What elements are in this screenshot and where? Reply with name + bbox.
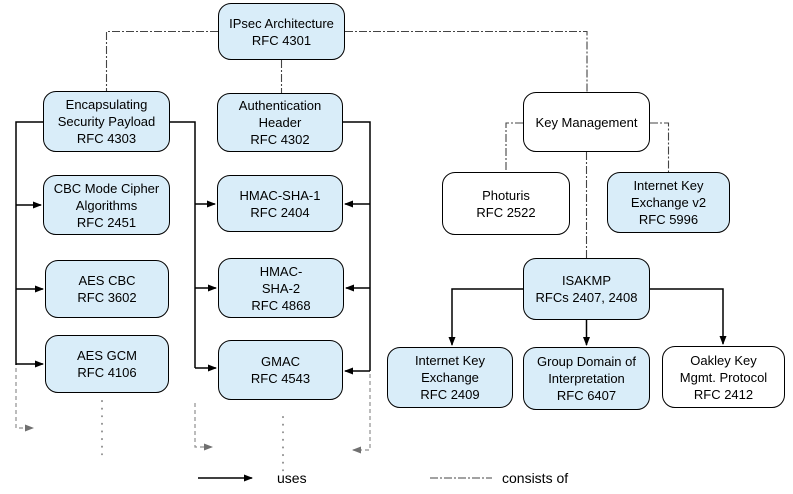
node-label: RFC 2409	[420, 387, 480, 402]
node-label: AES GCM	[77, 348, 137, 363]
continuation-esp-left	[15, 368, 34, 432]
node-aes-gcm: AES GCM RFC 4106	[45, 335, 169, 393]
node-aes-cbc: AES CBC RFC 3602	[45, 260, 169, 318]
edge-isakmp-ike	[448, 288, 523, 346]
continuation-ah-right	[352, 374, 371, 454]
node-key-management: Key Management	[523, 92, 650, 152]
node-label: CBC Mode Cipher	[53, 180, 160, 196]
node-label: ISAKMP	[561, 273, 612, 288]
node-label: RFC 4868	[251, 297, 311, 313]
edge-ipsec-esp	[105, 30, 218, 91]
node-label: RFC 4106	[77, 365, 137, 380]
node-label: RFC 2522	[476, 204, 536, 220]
node-label: Security Payload	[57, 114, 156, 129]
node-label: GMAC	[261, 354, 300, 369]
edge-isakmp-oakley	[650, 288, 727, 345]
node-label: Group Domain of	[537, 354, 636, 369]
node-label: RFC 2412	[693, 386, 754, 402]
node-label: Mgmt. Protocol	[679, 369, 768, 385]
node-isakmp: ISAKMP RFCs 2407, 2408	[523, 258, 650, 320]
node-label: Photuris	[482, 187, 530, 203]
continuation-esp-right	[194, 403, 213, 451]
node-gmac: GMAC RFC 4543	[218, 340, 343, 400]
node-label: HMAC-	[259, 263, 303, 279]
node-label: Algorithms	[75, 197, 138, 213]
node-label: Interpretation	[548, 371, 625, 386]
more-items-ellipsis	[101, 400, 284, 473]
uses-connectors	[15, 121, 727, 375]
node-label: RFC 4301	[251, 32, 312, 48]
continuation-stubs	[15, 368, 371, 454]
node-label: Authentication	[238, 98, 322, 113]
node-label: RFC 3602	[77, 290, 137, 305]
node-label: RFC 2404	[250, 204, 310, 220]
node-label: Header	[258, 115, 302, 130]
esp-right-trunk	[170, 121, 196, 368]
node-label: Key Management	[535, 114, 638, 130]
consists-of-connectors	[105, 30, 670, 258]
edge-km-ikev2	[650, 122, 670, 172]
edge-km-photuris	[505, 122, 523, 172]
node-label: RFC 5996	[638, 212, 699, 227]
node-label: Internet Key	[633, 178, 704, 193]
node-label: SHA-2	[261, 280, 301, 296]
node-label: Encapsulating	[65, 97, 148, 112]
node-label: Internet Key	[414, 353, 486, 368]
node-label: RFCs 2407, 2408	[535, 290, 638, 305]
edge-ipsec-keymgmt	[345, 30, 588, 92]
legend-uses-label: uses	[277, 470, 307, 486]
node-label: RFC 6407	[556, 388, 617, 403]
node-label: Oakley Key	[690, 352, 757, 368]
legend-consists-label: consists of	[502, 470, 569, 486]
node-label: AES CBC	[78, 273, 136, 288]
esp-left-trunk	[15, 121, 43, 365]
ah-right-trunk	[343, 121, 371, 371]
node-label: RFC 2451	[76, 214, 137, 230]
node-label: Exchange v2	[630, 195, 707, 210]
node-label: HMAC-SHA-1	[239, 187, 321, 203]
node-label: Exchange	[421, 370, 479, 385]
node-label: RFC 4303	[76, 131, 137, 146]
node-label: RFC 4543	[250, 371, 311, 386]
node-label: RFC 4302	[250, 132, 310, 147]
node-label: IPsec Architecture	[229, 15, 334, 31]
